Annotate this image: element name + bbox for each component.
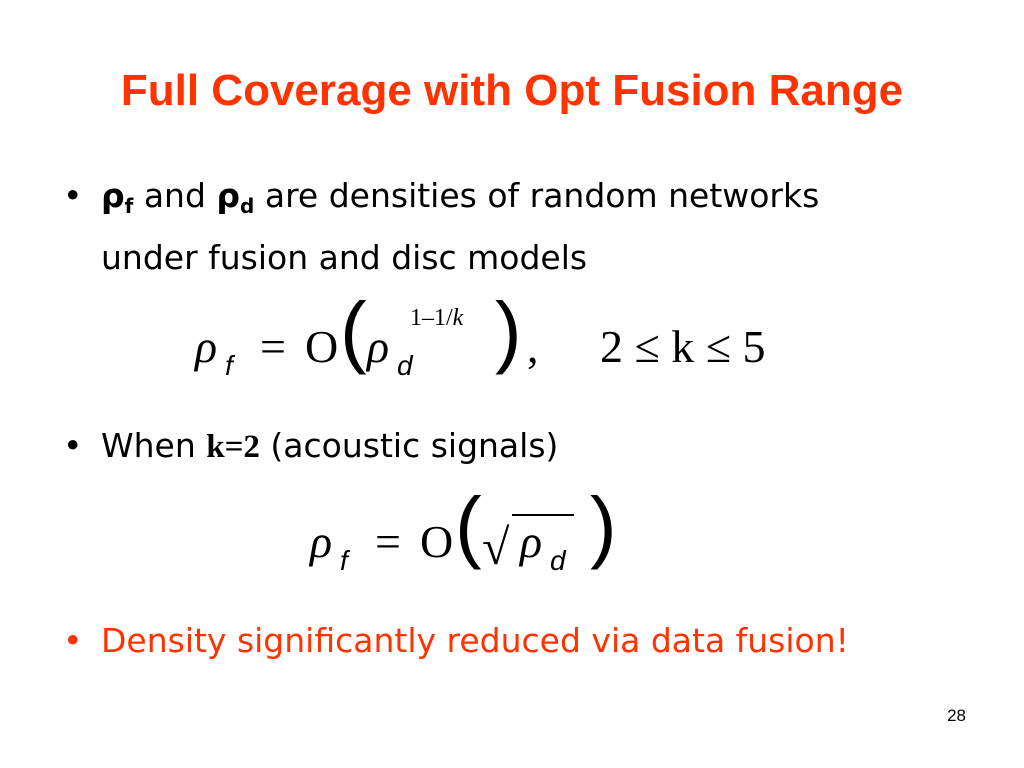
bullet-marker: • [63, 426, 83, 465]
eq2-equals: = [375, 516, 401, 567]
eq2-left-paren: ( [455, 481, 482, 570]
bullet-text: ρf and ρd are densities of random networ… [101, 170, 819, 284]
eq1-left-paren: ( [340, 286, 367, 375]
eq1-sub-f: f [225, 350, 233, 381]
equation-k2: ρ f = O ( √ ρ d ) [310, 481, 630, 590]
slide-title: Full Coverage with Opt Fusion Range [120, 66, 904, 115]
sqrt-icon: √ [482, 519, 510, 575]
rho-f-symbol: ρf [101, 176, 134, 218]
eq1-sub-d: d [397, 350, 413, 381]
eq1-right-paren: ) [495, 286, 522, 375]
bullet-text: When k=2 (acoustic signals) [101, 426, 559, 465]
page-number: 28 [947, 706, 966, 725]
eq2-sub-f: f [340, 545, 348, 576]
eq2-rho-d: ρ [520, 516, 543, 567]
bullet-text: Density significantly reduced via data f… [101, 621, 849, 660]
eq1-equals: = [260, 321, 286, 372]
eq2-sub-d: d [550, 545, 566, 576]
eq1-rho: ρ [195, 321, 218, 372]
bullet-marker: • [63, 176, 83, 215]
line2: under fusion and disc models [101, 238, 588, 277]
eq1-big-o: O [305, 321, 339, 372]
sqrt-bar [512, 514, 574, 516]
and-text: and [133, 176, 217, 215]
eq1-exponent: 1–1/k [410, 305, 464, 331]
eq2-right-paren: ) [590, 481, 617, 570]
k-equals-2: k=2 [206, 429, 260, 465]
rho-d-symbol: ρd [216, 176, 255, 218]
eq2-rho: ρ [310, 516, 333, 567]
bullet-marker: • [63, 621, 83, 660]
eq1-comma: , [527, 321, 539, 372]
equation-general: ρ f = O ( ρ d 1–1/k ) , 2 ≤ k ≤ 5 [195, 286, 795, 395]
eq1-range: 2 ≤ k ≤ 5 [600, 321, 766, 372]
eq2-big-o: O [420, 516, 454, 567]
eq1-rho-d: ρ [367, 321, 390, 372]
line1-rest: are densities of random networks [254, 176, 820, 215]
